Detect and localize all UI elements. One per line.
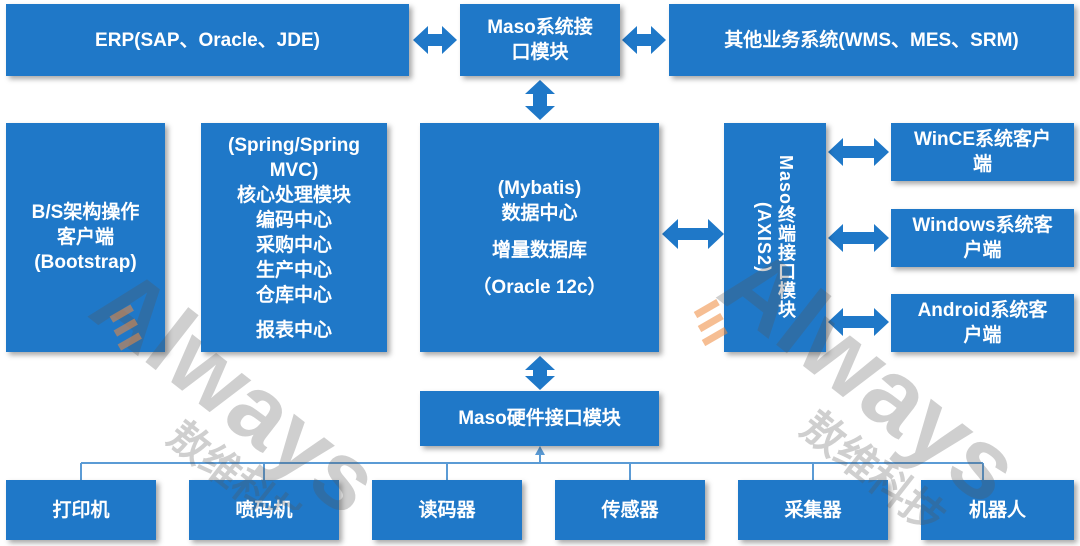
bs-client-line3: (Bootstrap) [34,252,137,273]
device-robot: 机器人 [921,480,1074,540]
maso-system-interface-box: Maso系统接 口模块 [460,4,620,76]
arrow-terminal-wince [828,138,889,166]
spring-line5: 采购中心 [255,234,332,256]
device-label: 采集器 [784,499,842,521]
data-center-line4: （Oracle 12c） [472,276,607,298]
device-label: 机器人 [968,499,1026,521]
wince-line2: 端 [972,154,992,175]
arrow-terminal-android [828,308,889,336]
device-label: 喷码机 [235,499,293,521]
device-collector: 采集器 [738,480,888,540]
hardware-interface-box: Maso硬件接口模块 [420,391,659,446]
windows-line1: Windows系统客 [912,215,1053,236]
spring-line3: 核心处理模块 [236,184,351,206]
spring-line4: 编码中心 [255,209,332,231]
wince-client-box: WinCE系统客户 端 [891,123,1074,181]
device-label: 传感器 [601,499,659,521]
data-center-line3: 增量数据库 [491,239,587,261]
android-client-box: Android系统客 户端 [891,294,1074,352]
hardware-interface-label: Maso硬件接口模块 [458,408,621,429]
terminal-interface-box: Maso终端接口模块(AXIS2) [724,123,826,352]
erp-label: ERP(SAP、Oracle、JDE) [95,29,320,51]
spring-line7: 仓库中心 [255,284,332,306]
device-sensor: 传感器 [555,480,705,540]
spring-line2: MVC) [269,159,319,181]
android-line1: Android系统客 [917,300,1048,321]
spring-core-box: (Spring/Spring MVC) 核心处理模块 编码中心 采购中心 生产中… [201,123,387,352]
maso-interface-line2: 口模块 [511,42,569,63]
arrow-maso-other [622,26,666,54]
windows-client-box: Windows系统客 户端 [891,209,1074,267]
device-label: 打印机 [52,499,110,521]
data-center-line2: 数据中心 [501,202,578,224]
device-printer: 打印机 [6,480,156,540]
other-systems-label: 其他业务系统(WMS、MES、SRM) [724,29,1019,51]
wince-line1: WinCE系统客户 [913,129,1052,150]
spring-line6: 生产中心 [255,259,332,281]
data-center-box: (Mybatis) 数据中心 增量数据库 （Oracle 12c） [420,123,659,352]
arrow-data-terminal [662,219,724,249]
android-line2: 户端 [963,325,1002,346]
data-center-line1: (Mybatis) [497,177,582,199]
spring-line1: (Spring/Spring [228,134,360,156]
maso-interface-line1: Maso系统接 [487,17,593,38]
bs-client-line1: B/S架构操作 [31,202,140,223]
other-systems-box: 其他业务系统(WMS、MES、SRM) [669,4,1074,76]
device-code-reader: 读码器 [372,480,522,540]
bs-client-box: B/S架构操作 客户端 (Bootstrap) [6,123,165,352]
erp-box: ERP(SAP、Oracle、JDE) [6,4,409,76]
device-label: 读码器 [418,499,476,521]
arrow-terminal-windows [828,224,889,252]
arrow-maso-data [525,80,555,120]
arrow-erp-maso [413,26,457,54]
spring-line8: 报表中心 [255,319,332,341]
terminal-interface-label: Maso终端接口模块(AXIS2) [754,155,796,320]
bs-client-line2: 客户端 [56,227,114,248]
windows-line2: 户端 [963,240,1002,261]
arrow-data-hardware [525,356,555,390]
device-inkjet: 喷码机 [189,480,339,540]
